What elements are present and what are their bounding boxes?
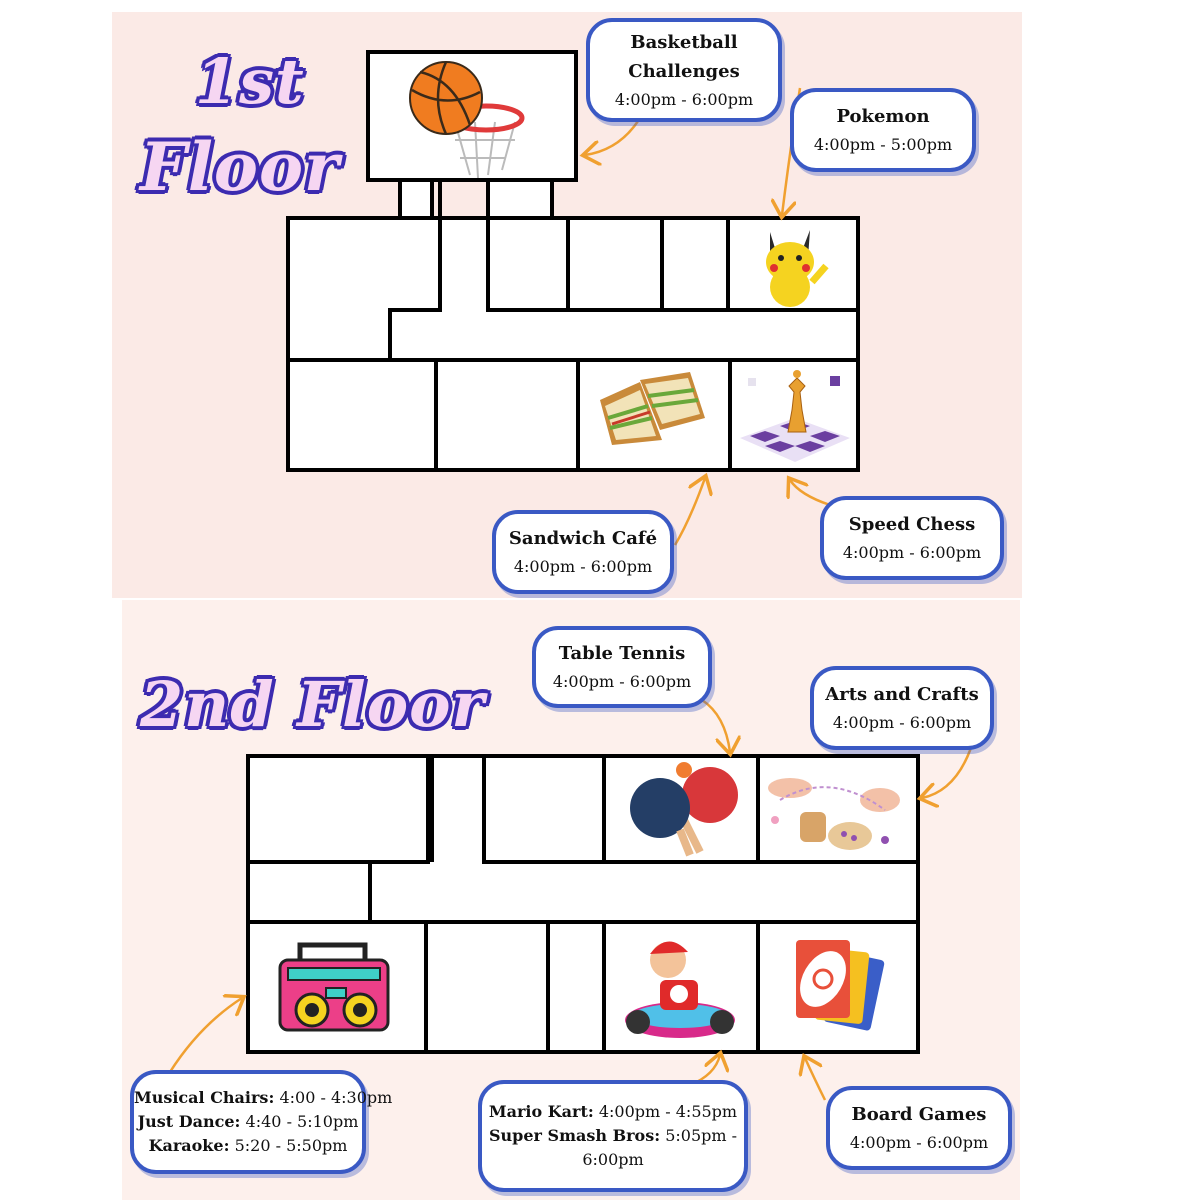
table-tennis-name: Table Tennis [558, 643, 686, 664]
chess-name: Speed Chess [848, 514, 976, 535]
floor2-title: 2nd Floor [140, 668, 486, 741]
board-games-time: 4:00pm - 6:00pm [849, 1133, 989, 1152]
music-entry-1-time: 4:00 - 4:30pm [279, 1088, 393, 1107]
stair-left [398, 178, 434, 220]
gaming-entry-2-cont: 6:00pm [582, 1150, 644, 1169]
wall-top-rooms [602, 756, 760, 862]
pikachu-icon [766, 230, 829, 307]
chess-time: 4:00pm - 6:00pm [842, 543, 982, 562]
wall-corridor [438, 180, 858, 312]
music-entry-1: Musical Chairs: 4:00 - 4:30pm [134, 1086, 392, 1110]
table-tennis-callout: Table Tennis 4:00pm - 6:00pm [532, 626, 712, 708]
chess-callout: Speed Chess 4:00pm - 6:00pm [820, 496, 1004, 580]
wall-corridor-top [482, 756, 918, 864]
board-games-callout: Board Games 4:00pm - 6:00pm [826, 1086, 1012, 1170]
gaming-entry-2-name: Super Smash Bros: [488, 1126, 661, 1145]
gaming-entry-2: Super Smash Bros: 5:05pm - [482, 1124, 744, 1148]
music-entry-2-name: Just Dance: [137, 1112, 241, 1131]
floor1-title: 1st [195, 45, 305, 118]
arrow-basketball [585, 117, 642, 155]
floor1-title-line1: 1st [195, 45, 305, 118]
arrow-table-tennis [701, 698, 730, 752]
arrow-music [168, 998, 242, 1073]
music-room-callout: Musical Chairs: 4:00 - 4:30pm Just Dance… [130, 1070, 392, 1174]
music-entry-2-time: 4:40 - 5:10pm [245, 1112, 359, 1131]
music-entry-3: Karaoke: 5:20 - 5:50pm [134, 1134, 362, 1158]
music-entry-2: Just Dance: 4:40 - 5:10pm [134, 1110, 362, 1134]
music-entry-3-name: Karaoke: [148, 1136, 230, 1155]
ping-pong-paddles-icon [630, 762, 738, 857]
wall-top-rooms [566, 218, 730, 310]
gaming-entry-1: Mario Kart: 4:00pm - 4:55pm [482, 1100, 744, 1124]
gaming-entry-2-time: 5:05pm - [665, 1126, 738, 1145]
music-entry-3-time: 5:20 - 5:50pm [234, 1136, 348, 1155]
basketball-name-line1: Basketball [630, 31, 738, 53]
mario-kart-icon [625, 935, 735, 1038]
basketball-callout: Basketball Challenges 4:00pm - 6:00pm [586, 18, 782, 122]
floor1-title-line2: Floor [140, 128, 340, 206]
sandwich-icon [600, 372, 705, 445]
sandwich-callout: Sandwich Café 4:00pm - 6:00pm [492, 510, 674, 594]
sandwich-name: Sandwich Café [508, 528, 658, 549]
arts-crafts-callout: Arts and Crafts 4:00pm - 6:00pm [810, 666, 994, 750]
pokemon-name: Pokemon [836, 106, 930, 127]
music-entry-1-name: Musical Chairs: [134, 1088, 275, 1107]
board-games-name: Board Games [851, 1104, 987, 1125]
first-floor-outline [286, 216, 860, 472]
wall-bottom-rooms [424, 922, 760, 1052]
uno-cards-icon [796, 940, 885, 1031]
stair-right [486, 178, 554, 220]
gaming-entry-1-time: 4:00pm - 4:55pm [598, 1102, 738, 1121]
sandwich-time: 4:00pm - 6:00pm [513, 557, 653, 576]
arts-crafts-time: 4:00pm - 6:00pm [832, 713, 972, 732]
pokemon-time: 4:00pm - 5:00pm [813, 135, 953, 154]
beading-craft-icon [768, 778, 900, 850]
gaming-room-callout: Mario Kart: 4:00pm - 4:55pm Super Smash … [478, 1080, 748, 1192]
basketball-hoop-icon [409, 61, 525, 179]
wall-bottom-rooms [434, 360, 732, 470]
pokemon-callout: Pokemon 4:00pm - 5:00pm [790, 88, 976, 172]
wall-left-room [388, 218, 442, 360]
wall-top-left-room [248, 756, 434, 864]
chess-icon [740, 370, 850, 462]
basketball-time: 4:00pm - 6:00pm [614, 89, 754, 109]
basketball-name-line2: Challenges [628, 60, 740, 82]
arrow-sandwich [673, 478, 705, 546]
arrow-chess [790, 480, 831, 507]
floor1-title-2: Floor [140, 132, 340, 202]
table-tennis-time: 4:00pm - 6:00pm [552, 672, 692, 691]
boombox-icon [278, 942, 390, 1032]
gaming-entry-1-name: Mario Kart: [488, 1102, 594, 1121]
arrow-board-games [805, 1058, 827, 1101]
arts-crafts-name: Arts and Crafts [825, 684, 979, 705]
